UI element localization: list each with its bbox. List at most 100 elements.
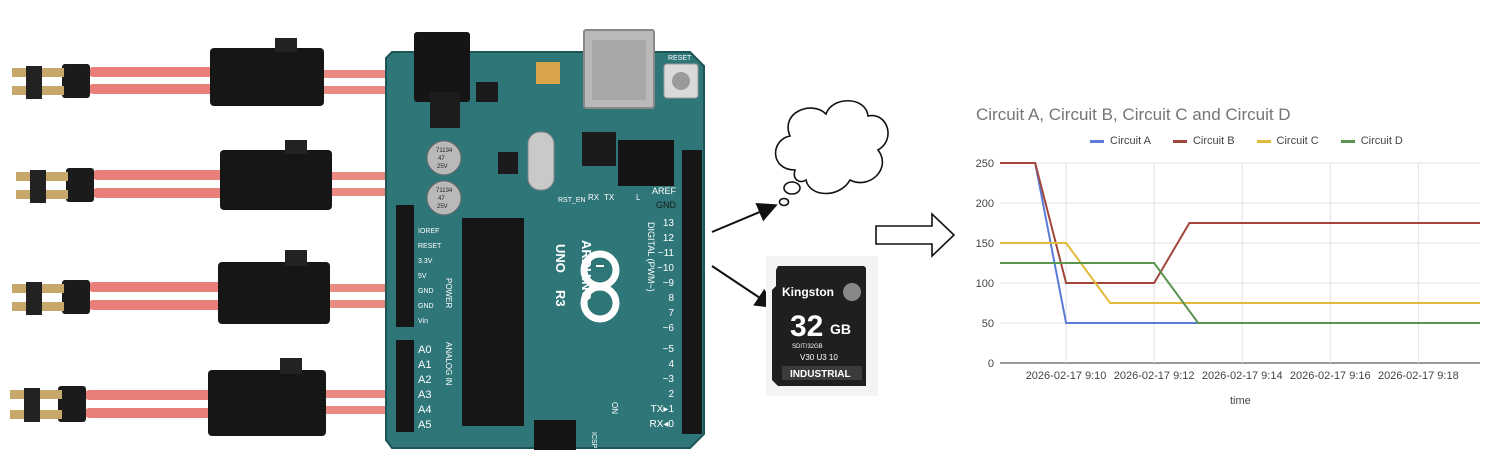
legend-label: Circuit C [1276,135,1319,147]
arrow-to-cloud [711,202,778,233]
x-tick-label: 2026-02-17 9:16 [1290,370,1371,382]
capacitor-1 [426,140,462,176]
digital-pin-label: ~9 [663,278,675,289]
digital-header [682,150,702,434]
analog-pin-label: A2 [418,374,431,386]
board-logo-text: ARDUINO [579,240,594,301]
board-aref-label: AREF [652,186,677,196]
board-l-label: L [636,193,641,202]
legend-label: Circuit D [1360,135,1403,147]
y-tick-label: 0 [988,358,994,370]
x-axis-title: time [1230,395,1251,407]
board-rst-en-label: RST_EN [558,197,586,204]
board-model-uno: UNO [553,244,568,273]
sensor-cable-4 [10,358,386,436]
analog-pin-label: A3 [418,389,431,401]
arduino-logo [580,250,620,323]
block-arrow [875,212,956,258]
legend-swatch [1256,139,1271,143]
y-tick-label: 150 [976,238,994,250]
legend-label: Circuit B [1192,135,1235,147]
sd-model: SDIT/32GB [792,344,823,350]
digital-pin-label: 8 [668,293,674,304]
arduino-board [385,29,705,450]
analog-pin-label: A1 [418,359,431,371]
analog-header [396,340,414,432]
power-header [396,205,414,327]
y-tick-label: 250 [976,158,994,170]
series-line-circuit-c [1000,242,1480,304]
digital-pin-label: ~10 [657,263,674,274]
digital-pin-label: 7 [668,308,674,319]
series-line-circuit-d [1000,262,1480,324]
power-pin-label: Vin [418,318,428,325]
x-tick-label: 2026-02-17 9:18 [1378,370,1459,382]
analog-pin-label: A5 [418,419,431,431]
legend-item-circuit-c[interactable]: Circuit C [1256,135,1319,147]
sensor-cable-3 [12,250,386,324]
x-tick-label: 2026-02-17 9:10 [1026,370,1107,382]
digital-pin-label: ~3 [663,374,675,385]
sensor-cable-2 [16,140,386,210]
y-tick-label: 100 [976,278,994,290]
board-on-label: ON [610,402,619,414]
legend-item-circuit-d[interactable]: Circuit D [1340,135,1403,147]
sd-card-labels: Kingston 32 GB SDIT/32GB V30 U3 10 INDUS… [782,285,851,380]
arrow-to-sdcard [711,265,776,309]
digital-pin-label: 12 [663,233,675,244]
power-pin-label: IOREF [418,228,439,235]
sd-unit: GB [830,321,851,337]
legend-swatch [1340,139,1355,143]
cap1-line-3: 25V [437,164,448,170]
cap2-line-3: 25V [437,204,448,210]
power-jack [414,32,470,102]
sd-card [766,256,878,396]
capacitor-2 [426,180,462,216]
power-pin-label: RESET [418,243,442,250]
legend-item-circuit-a[interactable]: Circuit A [1090,135,1151,147]
board-rx-label: RX [588,193,600,202]
legend-item-circuit-b[interactable]: Circuit B [1172,135,1235,147]
power-pin-label: GND [418,288,434,295]
board-model-r3: R3 [553,290,568,307]
board-gnd-label: GND [656,200,677,210]
digital-pin-label: 13 [663,218,675,229]
y-tick-label: 200 [976,198,994,210]
board-labels: RESET AREF GND RX TX L RST_EN ON ICSP 71… [436,55,692,449]
sd-capacity: 32 [790,310,823,343]
x-tick-label: 2026-02-17 9:14 [1202,370,1283,382]
digital-pin-label: ~5 [663,344,675,355]
sd-grade: INDUSTRIAL [790,369,851,380]
chart-title: Circuit A, Circuit B, Circuit C and Circ… [976,105,1291,124]
digital-pin-label: ~11 [658,248,675,259]
digital-pin-label: ~6 [663,323,675,334]
digital-pin-label: TX▸1 [651,404,675,415]
digital-pin-labels: 13 12 ~11 ~10 ~9 8 7 ~6 ~5 4 ~3 2TX▸1RX◂0 [650,218,675,430]
cloud-icon [774,100,889,207]
board-tx-label: TX [604,193,615,202]
series-line-circuit-b [1000,162,1480,284]
board-digital-label: DIGITAL (PWM~) [646,222,656,292]
analog-pin-label: A0 [418,344,431,356]
sensor-cable-1 [12,38,386,106]
board-power-label: POWER [444,278,453,308]
digital-pin-label: 2 [668,389,674,400]
sd-brand: Kingston [782,285,834,299]
chart-legend: Circuit A Circuit B Circuit C Circuit D [1090,135,1403,147]
crystal [527,131,555,191]
legend-swatch [1090,139,1104,143]
cap1-line-2: 47 [438,156,445,162]
board-reset-label: RESET [668,55,692,62]
cap2-line-2: 47 [438,196,445,202]
board-analog-label: ANALOG IN [444,342,453,386]
digital-pin-label: 4 [668,359,674,370]
digital-pin-label: RX◂0 [650,419,675,430]
line-chart: Circuit A, Circuit B, Circuit C and Circ… [960,95,1500,425]
board-icsp-label: ICSP [590,432,597,449]
legend-swatch [1172,139,1187,143]
cap1-line-1: 71134 [436,148,453,154]
atmega-chip [462,218,524,426]
